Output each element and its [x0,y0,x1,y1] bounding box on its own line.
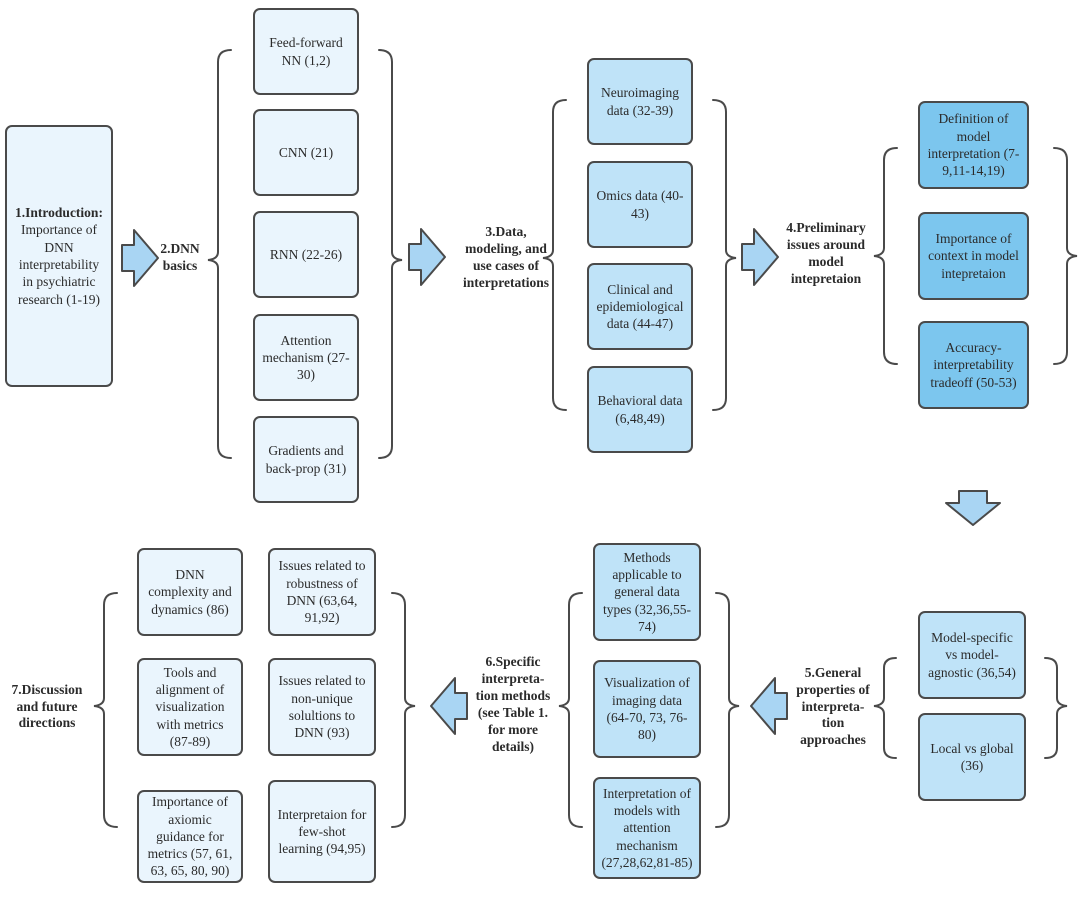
bracket-right [715,592,740,828]
bracket-right [391,592,416,828]
data-item: Behavioral data (6,48,49) [587,366,693,453]
intro-text: Importance of DNN interpretability in ps… [17,222,101,307]
dnn-basics-item: Gradients and back-prop (31) [253,416,359,503]
bracket-left [93,592,118,828]
intro-box: 1.Introduction: Importance of DNN interp… [5,125,113,387]
dnn-basics-item: Feed-forward NN (1,2) [253,8,359,95]
general-properties-item: Model-specific vs model-agnostic (36,54) [918,611,1026,699]
bracket-left [873,657,897,759]
data-item: Omics data (40-43) [587,161,693,248]
specific-methods-item: Methods applicable to general data types… [593,543,701,641]
discussion-item: Importance of axiomic guidance for metri… [137,790,243,883]
bracket-right [1044,657,1068,759]
arrow-right-icon [408,228,446,286]
arrow-right-icon [121,229,159,287]
bracket-right [712,99,737,411]
preliminary-item: Importance of context in model intepreta… [918,212,1029,300]
intro-title: 1.Introduction: [15,205,103,221]
general-properties-item: Local vs global (36) [918,713,1026,801]
preliminary-item: Accuracy-interpretability tradeoff (50-5… [918,321,1029,409]
arrow-left-icon [750,677,788,735]
bracket-right [1053,147,1078,365]
bracket-left [542,99,567,411]
bracket-left [873,147,898,365]
section-label-general-properties: 5.General properties of interpreta-tion … [796,664,870,748]
dnn-basics-item: CNN (21) [253,109,359,196]
preliminary-item: Definition of model interpretation (7-9,… [918,101,1029,189]
bracket-right [378,49,403,459]
specific-methods-item: Visualization of imaging data (64-70, 73… [593,660,701,758]
section-label-specific-methods: 6.Specific interpreta-tion methods (see … [475,654,551,754]
section-label-dnn-basics: 2.DNN basics [160,241,200,273]
section-label-data-modeling: 3.Data, modeling, and use cases of inter… [463,224,549,290]
section-label-preliminary-issues: 4.Preliminary issues around model intepr… [786,220,866,286]
dnn-basics-item: Attention mechanism (27-30) [253,314,359,401]
bracket-left [207,49,232,459]
section-label-discussion: 7.Discussion and future directions [11,681,83,731]
discussion-item: Interpretaion for few-shot learning (94,… [268,780,376,883]
data-item: Clinical and epidemiological data (44-47… [587,263,693,350]
bracket-left [558,592,583,828]
dnn-basics-item: RNN (22-26) [253,211,359,298]
data-item: Neuroimaging data (32-39) [587,58,693,145]
discussion-item: Tools and alignment of visualization wit… [137,658,243,756]
discussion-item: DNN complexity and dynamics (86) [137,548,243,636]
arrow-down-icon [945,490,1001,526]
discussion-item: Issues related to non-unique solultions … [268,658,376,756]
arrow-left-icon [430,677,468,735]
discussion-item: Issues related to robustness of DNN (63,… [268,548,376,636]
specific-methods-item: Interpretation of models with attention … [593,777,701,879]
arrow-right-icon [741,228,779,286]
